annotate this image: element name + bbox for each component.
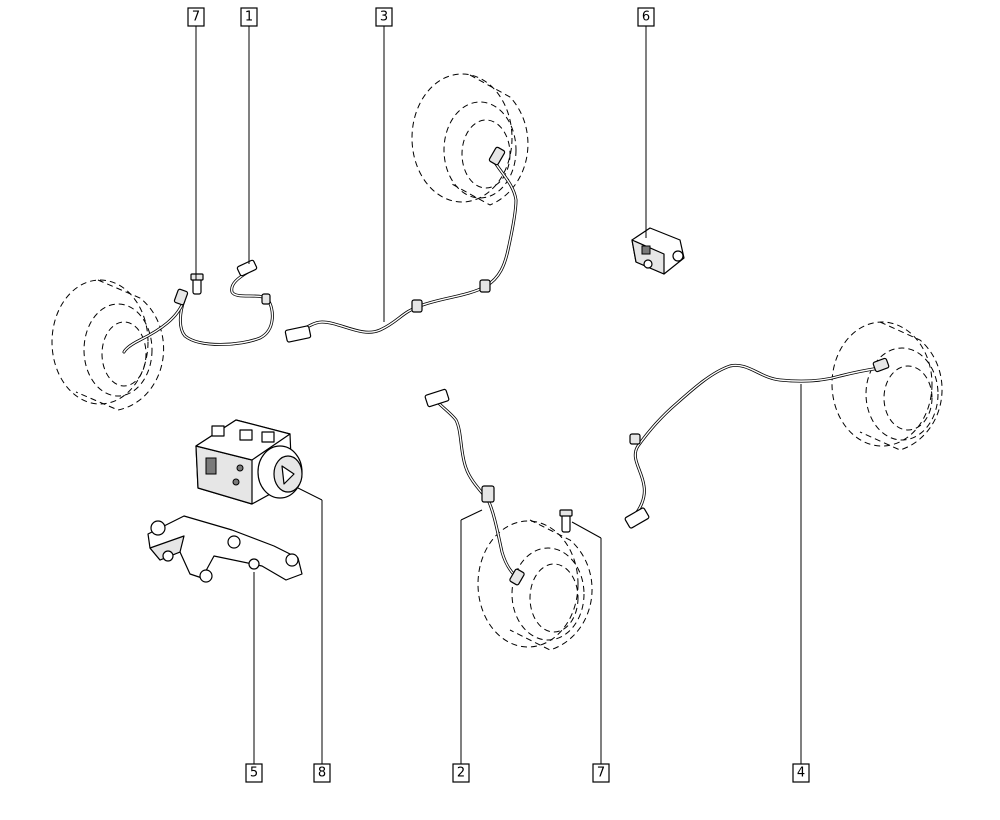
mounting-bolt-right — [559, 509, 573, 533]
wheel-speed-sensor-4 — [624, 357, 890, 529]
wheel-front-left — [411, 73, 529, 206]
callout-3-top: 3 — [375, 7, 393, 27]
callout-label: 5 — [250, 766, 258, 781]
callout-2-bottom: 2 — [452, 763, 470, 783]
abs-mounting-bracket-5 — [147, 515, 303, 583]
wheel-rear-left — [51, 279, 165, 411]
callout-5-bottom: 5 — [245, 763, 263, 783]
callout-label: 4 — [797, 766, 805, 781]
callout-1-top: 1 — [240, 7, 258, 27]
mounting-bolt-left — [190, 273, 204, 295]
callout-label: 7 — [597, 766, 605, 781]
callout-label: 8 — [318, 766, 326, 781]
abs-hydraulic-unit-8 — [195, 419, 303, 505]
callout-label: 6 — [642, 10, 650, 25]
wheel-rear-right — [477, 519, 593, 651]
callout-6-top: 6 — [637, 7, 655, 27]
callout-label: 7 — [192, 10, 200, 25]
leader-lines — [195, 26, 802, 764]
callout-7-top: 7 — [187, 7, 205, 27]
callout-label: 3 — [380, 10, 388, 25]
callout-8-bottom: 8 — [313, 763, 331, 783]
callout-7-bottom: 7 — [592, 763, 610, 783]
wheel-speed-sensor-2 — [424, 388, 525, 586]
wheel-front-right — [831, 321, 943, 451]
wheel-speed-sensor-1 — [122, 259, 274, 354]
callout-label: 1 — [245, 10, 253, 25]
callout-4-bottom: 4 — [792, 763, 810, 783]
yaw-rate-sensor-6 — [631, 227, 685, 275]
wheel-speed-sensor-3 — [284, 146, 518, 343]
callout-label: 2 — [457, 766, 465, 781]
